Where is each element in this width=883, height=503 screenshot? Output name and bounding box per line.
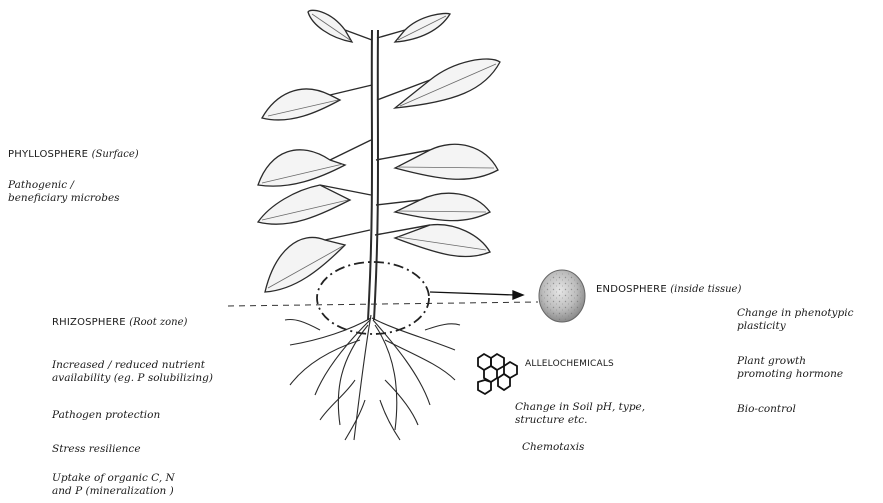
- plant-stem: [368, 30, 378, 320]
- endosphere-cell-image: [539, 270, 585, 322]
- endosphere-effect: Change in phenotypic plasticity: [737, 307, 853, 333]
- rhizosphere-heading: RHIZOSPHERE (Root zone): [52, 317, 187, 328]
- phyllosphere-heading: PHYLLOSPHERE (Surface): [8, 149, 139, 160]
- leaf: [265, 237, 345, 292]
- endosphere-title: ENDOSPHERE: [596, 284, 667, 295]
- leaf: [395, 59, 500, 108]
- rhizosphere-effect: Pathogen protection: [52, 409, 160, 422]
- allelochemicals-title: ALLELOCHEMICALS: [525, 359, 614, 369]
- plant-roots: [285, 315, 460, 440]
- endosphere-effect: Plant growth promoting hormone: [737, 355, 843, 381]
- phyllosphere-effect: Pathogenic / beneficiary microbes: [8, 179, 120, 205]
- rhizosphere-zone-circle: [317, 262, 429, 334]
- rhizosphere-effect: Uptake of organic C, N and P (mineraliza…: [52, 472, 175, 498]
- rhizosphere-subtitle: (Root zone): [129, 317, 187, 328]
- phyllosphere-subtitle: (Surface): [92, 149, 139, 160]
- endosphere-heading: ENDOSPHERE (inside tissue): [596, 284, 741, 295]
- allelochemicals-effect: Chemotaxis: [522, 441, 584, 454]
- leaf: [262, 89, 340, 120]
- endosphere-effect: Bio-control: [737, 403, 796, 416]
- rhizosphere-title: RHIZOSPHERE: [52, 317, 126, 328]
- allelochemicals-effect: Change in Soil pH, type, structure etc.: [515, 401, 645, 427]
- endosphere-arrow: [430, 291, 523, 299]
- phyllosphere-title: PHYLLOSPHERE: [8, 149, 88, 160]
- leaf: [258, 185, 350, 224]
- rhizosphere-effect: Increased / reduced nutrient availabilit…: [52, 359, 213, 385]
- leaf: [395, 193, 490, 220]
- rhizosphere-effect: Stress resilience: [52, 443, 141, 456]
- soil-line: [228, 302, 538, 306]
- endosphere-subtitle: (inside tissue): [670, 284, 741, 295]
- allelochemical-molecule: [478, 354, 517, 394]
- allelochemicals-heading: ALLELOCHEMICALS: [525, 359, 614, 369]
- plant-leaves: [258, 10, 500, 292]
- leaf: [395, 144, 498, 179]
